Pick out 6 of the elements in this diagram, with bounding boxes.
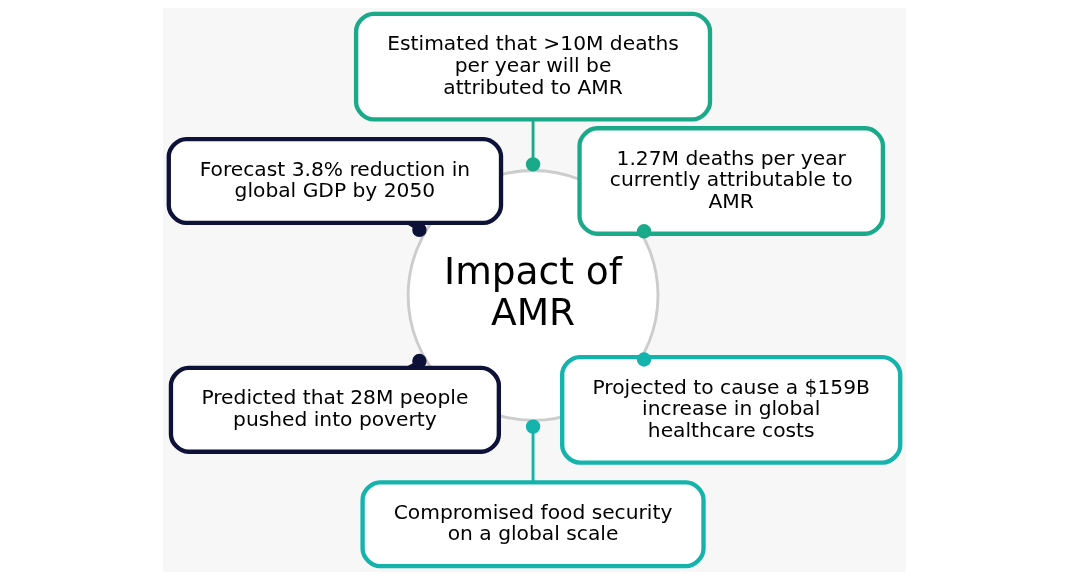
node-box: Forecast 3.8% reduction in global GDP by 2050 [166,136,503,226]
connector [525,419,540,483]
connector [525,119,540,172]
node-box: Estimated that >10M deaths per year will be attributed to AMR [353,11,712,122]
node-box: Compromised food security on a global scale [359,480,706,569]
node-box: Predicted that 28M people pushed into poverty [168,365,501,454]
